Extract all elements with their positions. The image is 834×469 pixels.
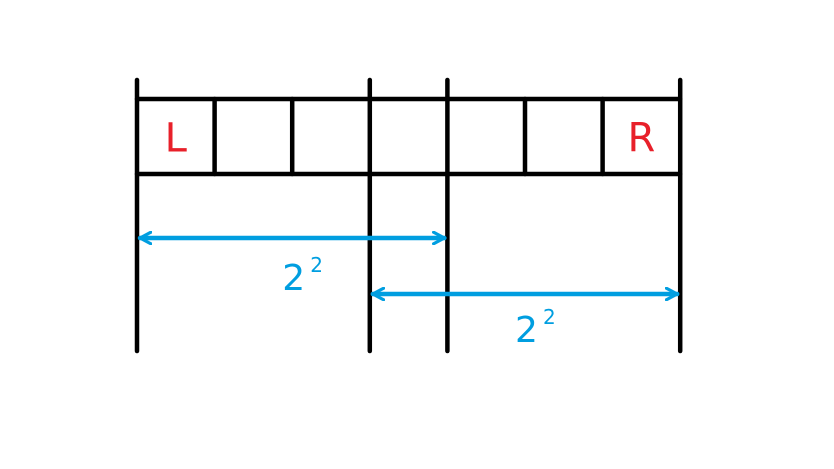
span-base: 2 (282, 258, 305, 299)
cell-boundaries (134, 77, 683, 354)
span-base: 2 (515, 310, 538, 351)
cell-label-left: L (165, 116, 188, 162)
cell-labels: L R (165, 116, 656, 162)
cell-label-right: R (628, 116, 656, 162)
span-exponent: 2 (543, 305, 556, 329)
span-label-second: 2 2 (515, 305, 556, 351)
span-second: 2 2 (370, 294, 680, 351)
span-first: 2 2 (137, 238, 447, 299)
span-exponent: 2 (310, 253, 323, 277)
span-label-first: 2 2 (282, 253, 323, 299)
